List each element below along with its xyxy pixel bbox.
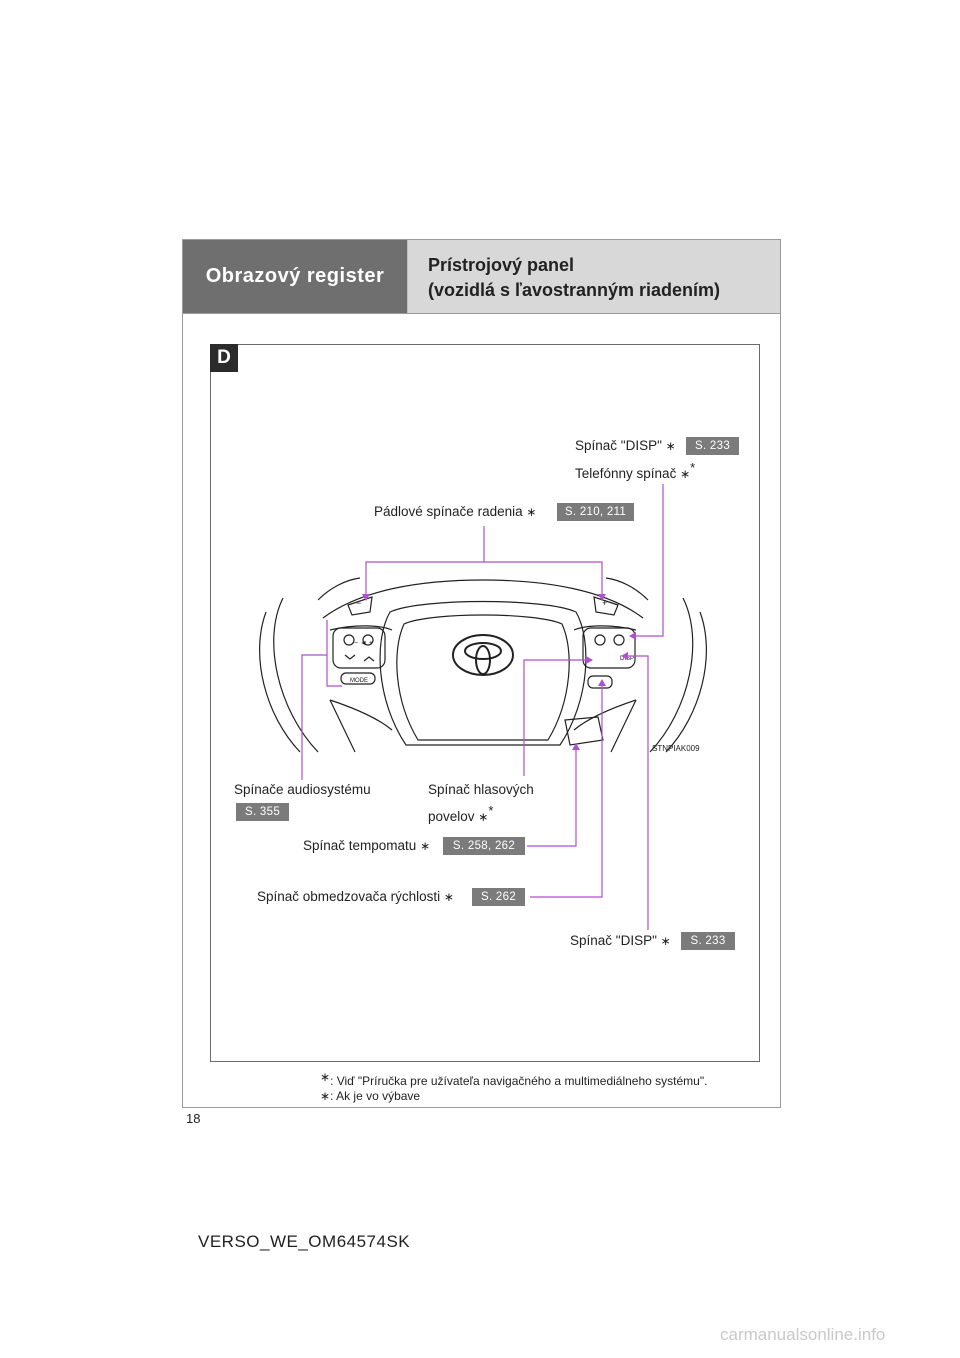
disp-switch-label-bottom: Spínač "DISP" ∗ [570,933,671,948]
header-divider [183,313,780,314]
svg-text:− ◄ +: − ◄ + [354,640,373,647]
illustration-box [210,344,760,1062]
ref-badge-disp-bottom: S. 233 [681,932,735,950]
page-frame [182,239,781,1108]
paddle-shift-label: Pádlové spínače radenia ∗ [374,504,537,519]
ref-badge-paddle: S. 210, 211 [557,503,634,521]
page-header: Prístrojový panel (vozidlá s ľavostranný… [407,240,780,313]
ref-badge-disp-top: S. 233 [686,437,739,455]
svg-text:+: + [602,598,607,608]
audio-switches-label: Spínače audiosystému [234,782,371,797]
page-title-line1: Prístrojový panel [428,255,575,275]
voice-switch-label-line2: povelov ∗* [428,803,494,824]
panel-tag: D [210,344,238,372]
phone-switch-label: Telefónny spínač ∗* [575,460,696,481]
disp-switch-label-top: Spínač "DISP" ∗ [575,438,676,453]
footnote-nav-manual: ∗: Viď "Príručka pre užívateľa navigačné… [320,1070,708,1088]
cruise-control-label: Spínač tempomatu ∗ [303,838,431,853]
svg-text:MODE: MODE [350,678,368,684]
ref-badge-cruise: S. 258, 262 [443,837,525,855]
page-number: 18 [186,1111,201,1126]
ref-badge-limiter: S. 262 [472,888,525,906]
document-code: VERSO_WE_OM64574SK [198,1232,411,1251]
svg-text:−: − [356,598,361,608]
speed-limiter-label: Spínač obmedzovača rýchlosti ∗ [257,889,454,904]
image-code: STNPIAK009 [652,744,700,753]
watermark: carmanualsonline.info [720,1325,886,1344]
section-header: Obrazový register [183,240,407,313]
footnote-optional: ∗: Ak je vo výbave [320,1089,421,1103]
ref-badge-audio: S. 355 [236,803,289,821]
page-title-line2: (vozidlá s ľavostranným riadením) [428,280,721,300]
voice-switch-label-line1: Spínač hlasových [428,782,534,797]
section-title: Obrazový register [205,265,385,287]
